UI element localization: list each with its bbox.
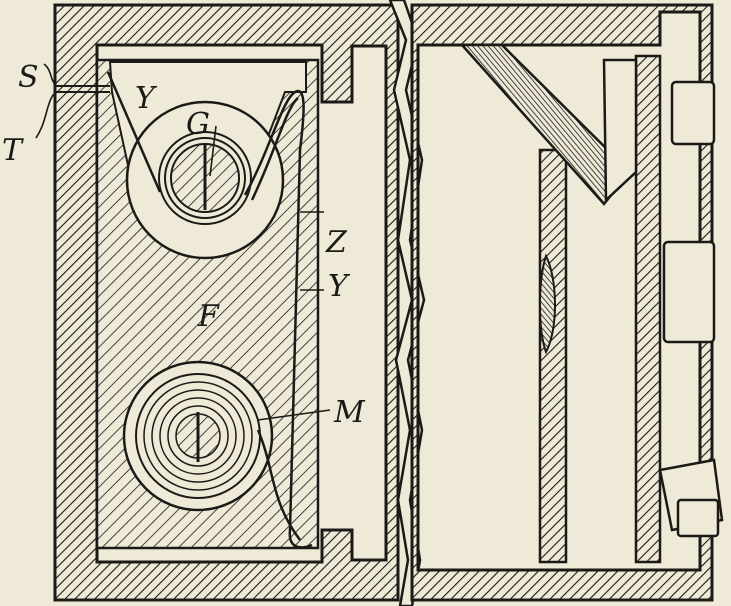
label-y-side: Y [328, 269, 351, 304]
label-t: T [2, 133, 24, 168]
right-latches [658, 80, 724, 538]
diagonal-shutter [459, 43, 638, 206]
label-y-top: Y [135, 81, 158, 116]
leader-lines [35, 63, 331, 421]
label-m: M [333, 395, 366, 430]
lower-spool [122, 360, 302, 541]
label-f: F [197, 299, 220, 334]
labels: S T Y G Z Y F M [2, 60, 366, 430]
left-box-walls [53, 3, 400, 602]
label-g: G [186, 107, 210, 142]
inner-partition [538, 54, 662, 564]
upper-spool [125, 100, 285, 260]
right-box-walls [410, 3, 714, 602]
spring-detail [55, 85, 110, 93]
slot-detail [539, 253, 556, 355]
label-s: S [18, 60, 39, 95]
label-z: Z [325, 225, 348, 260]
film-path [106, 71, 313, 549]
